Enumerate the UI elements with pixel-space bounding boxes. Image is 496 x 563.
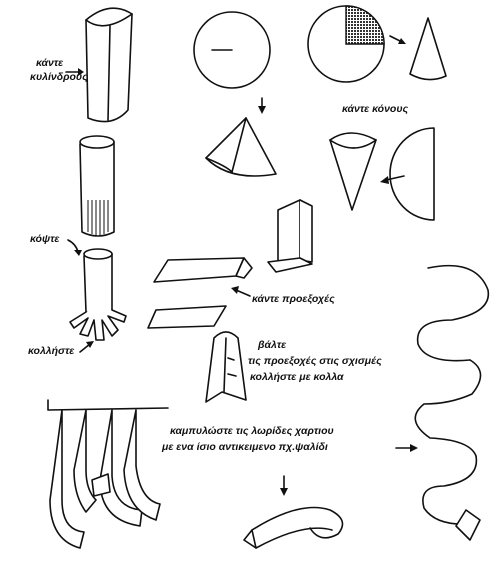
glued-cylinder [70,249,126,340]
small-cone [410,18,446,80]
open-cone [330,133,376,210]
insert-tabs-label-3: κολλήστε με κολλα [250,371,344,383]
standing-paper-channel [268,200,312,272]
insert-tabs-label-2: τις προεξοχές στις σχισμές [248,355,382,367]
folded-cone [206,118,276,176]
circle-quarter-cut [308,6,384,82]
paper-strips [48,400,168,548]
insert-tabs-label-1: βάλτε [257,339,287,351]
arrow-to-spiral [396,444,418,452]
arrow-tabs [231,286,250,296]
make-tabs-label: κάντε προεξοχές [252,293,335,305]
arrow-glue [80,341,94,352]
curled-strip [244,508,343,549]
arrow-to-cone [390,36,406,44]
paper-cylinder [86,8,132,121]
make-cylinder-label-1: κάντε [36,57,64,69]
arrow-down-cone [258,98,266,114]
curl-strips-label-1: καμπυλώστε τις λωρίδες χαρτιου [170,425,334,437]
glue-label: κολλήστε [28,345,75,357]
paper-spiral [415,266,488,540]
make-cones-label: κάντε κόνους [342,103,409,115]
fringed-cylinder [80,136,114,236]
slotted-fold [206,332,246,402]
arrow-down-curl [280,476,288,496]
semicircle-paper [390,128,434,220]
paper-circle [194,12,270,88]
curl-strips-label-2: με ενα ίσιο αντικειμενο πχ.ψαλίδι [161,441,328,453]
cut-label: κόψτε [30,233,60,245]
arrow-cut [68,240,82,256]
